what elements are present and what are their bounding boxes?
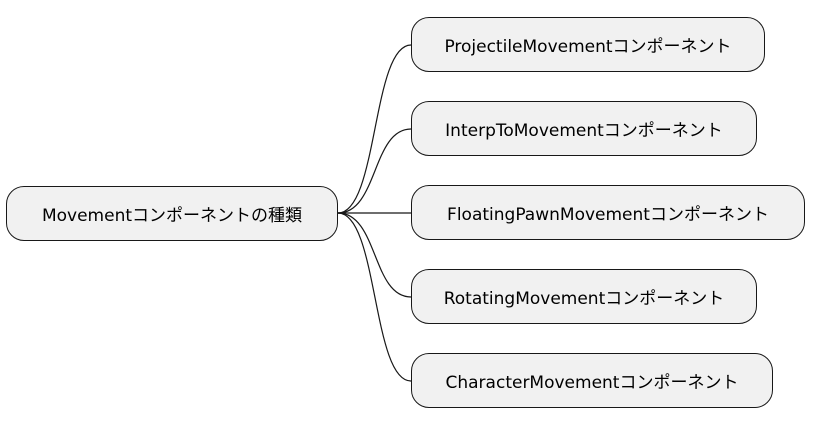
connector-to-interpto xyxy=(337,128,412,214)
child-node-floatingpawn-movement: FloatingPawnMovementコンポーネント xyxy=(411,185,805,240)
root-node: Movementコンポーネントの種類 xyxy=(6,186,338,241)
connector-to-character xyxy=(337,212,412,382)
child-node-character-movement: CharacterMovementコンポーネント xyxy=(411,353,773,408)
child-node-interpto-movement: InterpToMovementコンポーネント xyxy=(411,101,757,156)
connector-to-rotating xyxy=(337,212,412,298)
connector-to-projectile xyxy=(337,44,412,214)
child-node-rotating-movement: RotatingMovementコンポーネント xyxy=(411,269,757,324)
child-node-projectile-movement: ProjectileMovementコンポーネント xyxy=(411,17,765,72)
